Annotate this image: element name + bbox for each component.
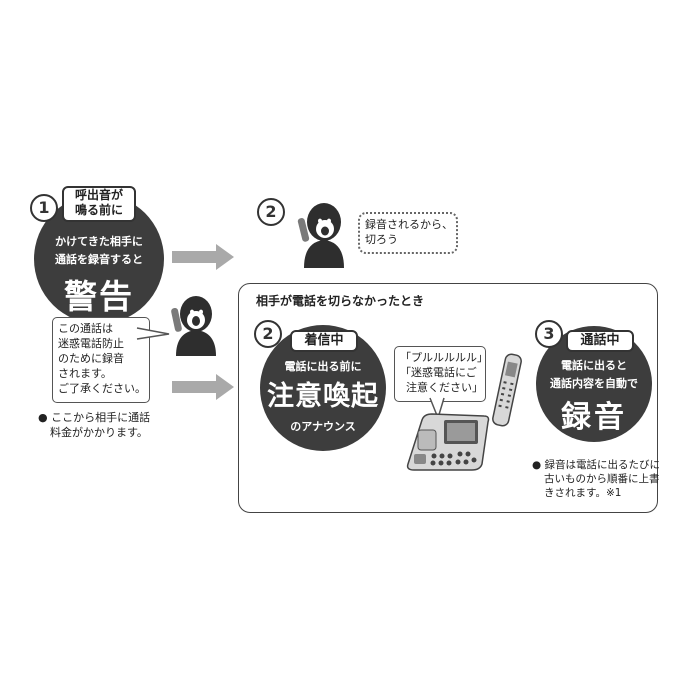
step2-line1: 電話に出る前に [284, 360, 362, 373]
note-line: ● 録音は電話に出るたびに [532, 459, 660, 471]
step2-number-badge: 2 [254, 320, 282, 348]
bubble-line: されます。 [58, 367, 112, 380]
step3-record-text: 録音 [561, 400, 627, 435]
hanging-up-figure-icon [297, 203, 344, 268]
recording-notice-bubble: この通話は 迷惑電話防止 のために録音 されます。 ご了承ください。 [52, 317, 150, 403]
step3-state-tag: 通話中 [566, 330, 634, 352]
cordless-handset-icon [492, 353, 522, 427]
no-hangup-panel [238, 283, 658, 513]
bubble-line: のために録音 [58, 352, 124, 365]
note-line: きされます。※1 [544, 487, 622, 499]
arrow-to-step2-box [172, 374, 234, 400]
step3-note: ● 録音は電話に出るたびに 古いものから順番に上書 きされます。※1 [532, 458, 660, 500]
base-phone-icon [406, 413, 490, 471]
step1-tag-line: 呼出音が [74, 188, 123, 202]
hang-up-thought-bubble: 録音されるから、 切ろう [358, 212, 458, 254]
step1-tag-line: 鳴る前に [74, 203, 123, 217]
bubble-line: 「迷惑電話にご [400, 366, 477, 379]
bubble-line: 迷惑電話防止 [58, 337, 124, 350]
step2-caution-text: 注意喚起 [267, 381, 379, 412]
step1-line2: 通話を録音すると [55, 253, 143, 266]
bubble-line: この通話は [58, 322, 113, 335]
step3-line1: 電話に出ると [561, 359, 627, 372]
step2-state-tag: 着信中 [290, 330, 358, 352]
step3-number-badge: 3 [535, 320, 563, 348]
step2-top-number-badge: 2 [257, 198, 285, 226]
panel-title: 相手が電話を切らなかったとき [256, 294, 425, 308]
note-line: 料金がかかります。 [50, 426, 148, 439]
caller-figure-icon [171, 296, 216, 356]
bubble-line: 切ろう [365, 233, 398, 246]
arrow-to-step2-top [172, 244, 234, 270]
note-line: ● ここから相手に通話 [38, 411, 151, 424]
step1-number-badge: 1 [30, 194, 58, 222]
bubble-line: 録音されるから、 [365, 218, 453, 231]
announcement-bubble: 「プルルルルル」 「迷惑電話にご 注意ください」 [394, 346, 488, 402]
step1-warning-text: 警告 [64, 277, 134, 316]
bubble-tail [136, 327, 170, 340]
step1-timing-tag: 呼出音が 鳴る前に [62, 186, 136, 222]
bubble-line: ご了承ください。 [58, 382, 146, 395]
bubble-line: 「プルルルルル」 [400, 351, 488, 364]
step1-line1: かけてきた相手に [55, 235, 143, 248]
note-line: 古いものから順番に上書 [544, 473, 660, 485]
bubble-line: 注意ください」 [406, 381, 483, 394]
step1-note: ● ここから相手に通話 料金がかかります。 [38, 410, 150, 440]
step2-line3: のアナウンス [290, 420, 356, 433]
step3-line2: 通話内容を自動で [550, 377, 638, 390]
